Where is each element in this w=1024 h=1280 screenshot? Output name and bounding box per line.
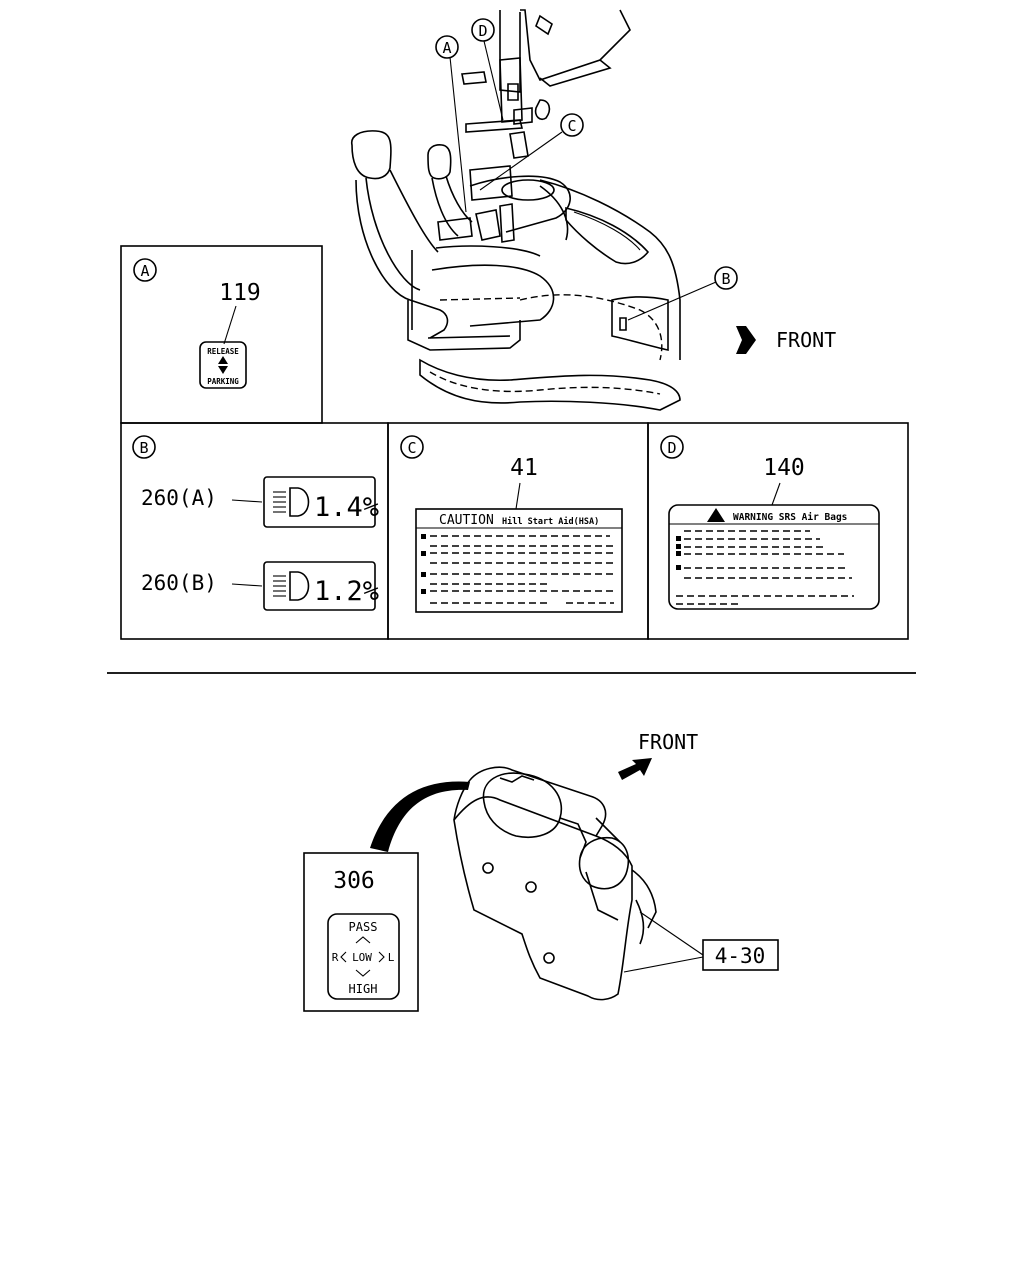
warning-title: WARNING SRS Air Bags (733, 512, 847, 523)
pointer-arrow (370, 781, 470, 852)
panel-b-value-b: 1.2% (314, 576, 379, 607)
front-arrow-icon (736, 326, 756, 354)
caution-subtitle: Hill Start Aid(HSA) (502, 516, 599, 527)
panel-b: B 260(A) 1.4% 260(B) 1.2% (120, 422, 389, 640)
front-arrow-bottom: FRONT (618, 730, 698, 780)
caution-title: CAUTION (439, 513, 494, 528)
callout-a-marker: A (435, 35, 459, 59)
front-label-top: FRONT (776, 328, 836, 352)
callout-b-marker: B (714, 266, 738, 290)
label-l-text: L (388, 951, 395, 964)
label-306-part-number: 306 (333, 868, 375, 894)
warning-triangle-icon (707, 508, 725, 522)
panel-c: C 41 CAUTION Hill Start Aid(HSA) (387, 422, 649, 640)
label-306-box: 306 PASS R LOW L HIGH (303, 852, 419, 1012)
panel-d-part-number: 140 (763, 455, 805, 481)
panel-d-letter: D (667, 439, 676, 457)
callout-d-marker: D (471, 18, 495, 42)
panel-d: D 140 WARNING SRS Air Bags (647, 422, 909, 640)
front-arrow-top: FRONT (736, 326, 836, 354)
label-low-text: LOW (352, 951, 372, 964)
panel-c-letter: C (407, 439, 416, 457)
switch-housing-illustration (453, 766, 704, 1001)
label-r-text: R (332, 951, 339, 964)
headlamp-icon (273, 571, 310, 601)
cab-interior-illustration (351, 9, 717, 411)
reference-box: 4-30 (702, 939, 779, 971)
front-arrow-icon (618, 758, 652, 780)
panel-a-letter: A (140, 262, 149, 280)
label-release-text: RELEASE (207, 347, 239, 356)
reference-number: 4-30 (715, 944, 766, 968)
caution-text-lines (421, 534, 616, 604)
label-pass-text: PASS (349, 920, 378, 934)
headlamp-icon (273, 487, 310, 517)
panel-a: A 119 RELEASE PARKING (120, 245, 323, 424)
callout-a-letter: A (442, 39, 451, 57)
front-label-bottom: FRONT (638, 730, 698, 754)
label-parking-text: PARKING (207, 377, 239, 386)
panel-c-part-number: 41 (510, 455, 538, 481)
warning-text-lines (676, 530, 854, 605)
callout-b-letter: B (721, 270, 730, 288)
panel-b-part-number-b: 260(B) (141, 571, 217, 595)
up-down-arrow-icon (218, 356, 228, 374)
panel-b-part-number-a: 260(A) (141, 486, 217, 510)
panel-b-value-a: 1.4% (314, 492, 379, 523)
callout-d-letter: D (478, 22, 487, 40)
panel-a-part-number: 119 (219, 280, 261, 306)
callout-c-marker: C (560, 113, 584, 137)
callout-c-letter: C (567, 117, 576, 135)
panel-b-letter: B (139, 439, 148, 457)
label-high-text: HIGH (349, 982, 378, 996)
